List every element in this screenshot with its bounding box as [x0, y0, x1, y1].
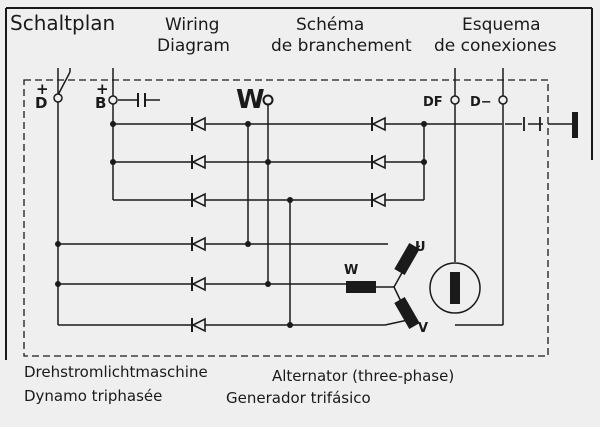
- caption-en: Alternator (three-phase): [272, 367, 455, 385]
- caption-es: Generador trifásico: [226, 389, 371, 407]
- junction-dot: [110, 159, 116, 165]
- field-coil: [450, 272, 460, 304]
- junction-dot: [421, 159, 427, 165]
- diode: [191, 154, 206, 170]
- diode: [371, 154, 386, 170]
- junction-dot: [55, 241, 61, 247]
- page-title: Schaltplan: [10, 11, 116, 35]
- junction-dot: [287, 322, 293, 328]
- diode: [191, 276, 206, 292]
- stator-coil-w: [346, 281, 376, 293]
- stator-coil-v: [394, 297, 420, 329]
- label-phase-v: V: [418, 321, 428, 336]
- label-w-terminal: W: [236, 85, 265, 115]
- ground-terminal: [572, 112, 578, 138]
- label-d-minus: D−: [470, 95, 492, 110]
- label-df: DF: [423, 95, 443, 110]
- label-phase-u: U: [415, 240, 426, 255]
- junction-dot: [265, 159, 271, 165]
- label-b-plus-sign: +: [96, 80, 109, 98]
- terminal-d-plus: [53, 93, 63, 103]
- header-en-line1: Wiring: [165, 15, 220, 35]
- junction-dot: [55, 281, 61, 287]
- terminal-w: [262, 94, 274, 106]
- junction-dot: [110, 121, 116, 127]
- terminal-df: [450, 95, 460, 105]
- diode: [191, 192, 206, 208]
- label-b-plus: B: [95, 94, 106, 112]
- caption-de: Drehstromlichtmaschine: [24, 363, 208, 381]
- diode: [371, 116, 386, 132]
- diode: [191, 116, 206, 132]
- caption-fr: Dynamo triphasée: [24, 387, 163, 405]
- housing-outline: [23, 79, 549, 357]
- stator-coil-u: [394, 243, 420, 275]
- label-phase-w: W: [344, 263, 358, 278]
- label-d-plus-sign: +: [36, 80, 49, 98]
- junction-dot: [245, 241, 251, 247]
- header-fr-line1: Schéma: [296, 15, 365, 35]
- terminal-d-minus: [498, 95, 508, 105]
- junction-dot: [421, 121, 427, 127]
- diode: [191, 317, 206, 333]
- header-en-line2: Diagram: [157, 36, 230, 56]
- diode: [371, 192, 386, 208]
- junction-dot: [245, 121, 251, 127]
- header-fr-line2: de branchement: [271, 36, 412, 56]
- header-es-line1: Esquema: [462, 15, 541, 35]
- label-d-plus: D: [35, 94, 47, 112]
- header-es-line2: de conexiones: [434, 36, 557, 56]
- junction-dot: [265, 281, 271, 287]
- junction-dot: [287, 197, 293, 203]
- terminal-b-plus: [108, 95, 118, 105]
- diode: [191, 236, 206, 252]
